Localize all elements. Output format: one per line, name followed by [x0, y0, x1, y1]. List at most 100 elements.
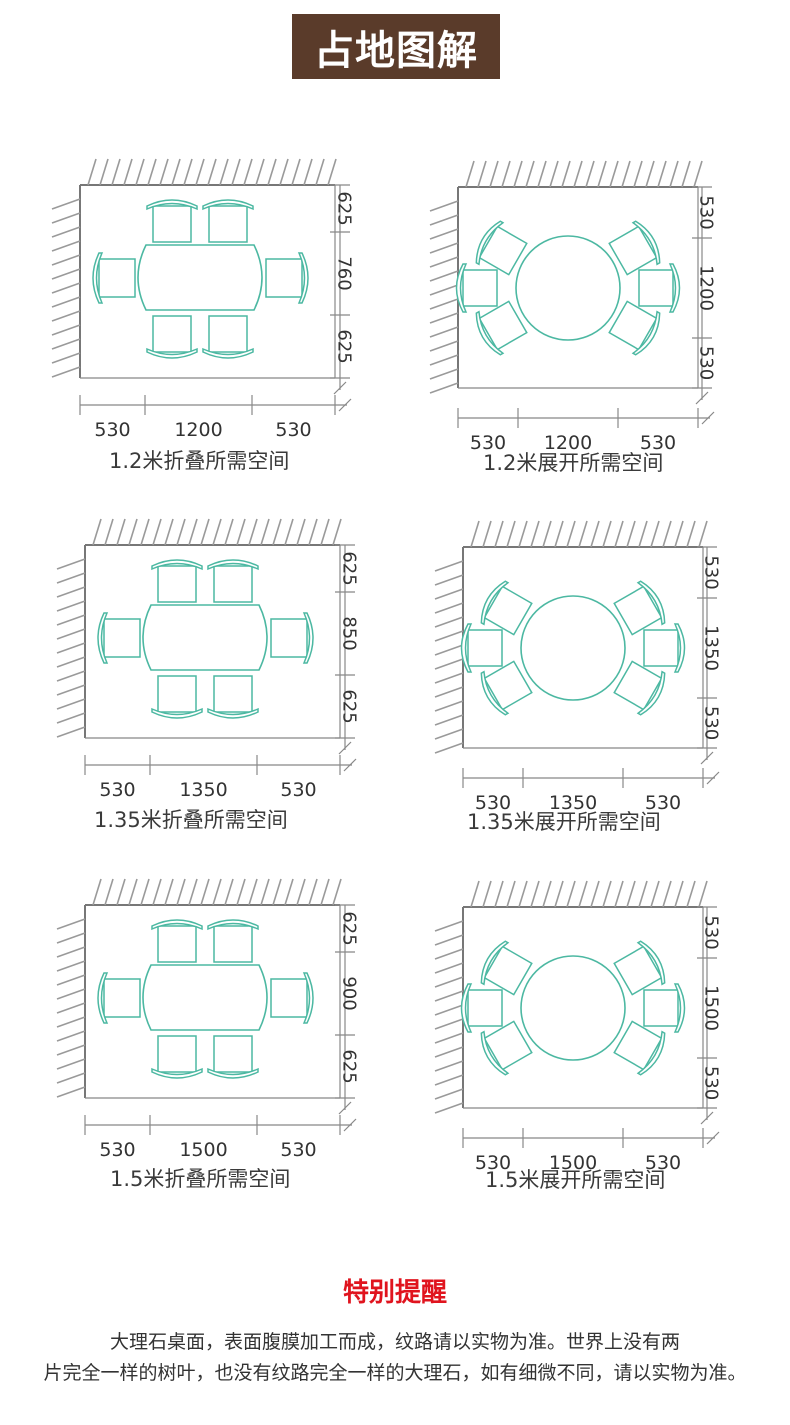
chair-seat: [208, 315, 248, 353]
chair: [270, 612, 314, 664]
wall-hatch-mark: [56, 614, 86, 626]
wall-hatch-mark: [267, 158, 277, 186]
chair-seat: [613, 660, 663, 711]
reminder-text-line-1: 大理石桌面，表面腹膜加工而成，纹路请以实物为准。世界上没有两: [109, 1331, 680, 1353]
wall-hatch-mark: [434, 686, 464, 698]
wall-hatch-mark: [219, 158, 229, 186]
chair: [460, 623, 503, 673]
panel-caption-1-5m-folding: 1.5米折叠所需空间: [110, 1167, 291, 1191]
chair-seat: [157, 565, 197, 603]
wall-hatch-mark: [482, 520, 492, 548]
wall-hatch-mark: [200, 878, 210, 906]
wall-hatch-mark: [272, 878, 282, 906]
chair-back: [207, 1067, 259, 1079]
chair-back: [146, 347, 198, 359]
wall-hatch-mark: [429, 368, 459, 380]
wall-hatch-mark: [260, 878, 270, 906]
wall-hatch-mark: [429, 382, 459, 394]
dimension-slash: [695, 391, 709, 405]
wall-hatch-mark: [56, 974, 86, 986]
chair-seat: [103, 618, 141, 658]
wall-hatch-mark: [51, 282, 81, 294]
side-dimension-label: 850: [339, 616, 360, 650]
wall-hatch-mark: [87, 158, 97, 186]
chair: [151, 559, 203, 603]
chair: [270, 972, 314, 1024]
wall-hatch-mark: [470, 520, 480, 548]
wall-hatch-mark: [429, 284, 459, 296]
wall-hatch-mark: [506, 880, 516, 908]
wall-hatch-mark: [429, 340, 459, 352]
wall-hatch-mark: [279, 158, 289, 186]
chair: [151, 675, 203, 719]
dimension-slash: [701, 411, 715, 425]
wall-hatch-mark: [56, 572, 86, 584]
chair-seat: [478, 225, 528, 276]
wall-hatch-mark: [638, 520, 648, 548]
wall-hatch-mark: [530, 520, 540, 548]
chair: [207, 1035, 259, 1079]
wall-hatch-mark: [152, 518, 162, 546]
chair: [480, 660, 533, 716]
chair: [202, 199, 254, 243]
chair: [480, 580, 533, 636]
bottom-dimension-label: 530: [470, 432, 506, 454]
chair-back: [151, 707, 203, 719]
chair-seat: [152, 315, 192, 353]
chair: [265, 252, 309, 304]
bottom-dimension-label: 530: [99, 779, 135, 801]
chair-back: [151, 559, 203, 571]
side-dimension-label: 760: [334, 256, 355, 290]
chair-back: [151, 1067, 203, 1079]
wall-hatch-mark: [434, 976, 464, 988]
wall-hatch-mark: [56, 1002, 86, 1014]
wall-hatch-mark: [104, 518, 114, 546]
side-dimension-line: [692, 186, 712, 405]
wall-hatch-mark: [303, 158, 313, 186]
wall-hatch-mark: [315, 158, 325, 186]
wall-hatch-mark: [693, 160, 703, 188]
side-dimension-line: [697, 546, 717, 765]
side-dimension-label: 530: [696, 195, 717, 229]
wall-hatch-mark: [669, 160, 679, 188]
chair-seat: [613, 1020, 663, 1071]
chair-back: [97, 612, 109, 664]
wall-hatch-mark: [56, 1016, 86, 1028]
dimension-slash: [706, 771, 720, 785]
chair-seat: [613, 945, 663, 996]
chair-back: [92, 252, 104, 304]
bottom-dimension-label: 530: [280, 779, 316, 801]
wall-hatch-mark: [176, 878, 186, 906]
wall-hatch-mark: [152, 878, 162, 906]
side-dimension-label: 625: [339, 911, 360, 945]
bottom-dimension-label: 530: [475, 792, 511, 814]
wall-hatch-mark: [434, 574, 464, 586]
wall-hatching: [51, 158, 337, 378]
wall-hatch-mark: [56, 932, 86, 944]
chair-seat: [213, 925, 253, 963]
wall-hatch-mark: [284, 518, 294, 546]
chair-seat: [213, 1035, 253, 1073]
chair-back: [302, 612, 314, 664]
wall-hatch-mark: [56, 1086, 86, 1098]
wall-hatch-mark: [104, 878, 114, 906]
wall-hatch-mark: [320, 518, 330, 546]
wall-hatch-mark: [434, 714, 464, 726]
wall-hatch-mark: [243, 158, 253, 186]
chair: [92, 252, 136, 304]
wall-hatch-mark: [477, 160, 487, 188]
chair: [97, 972, 141, 1024]
wall-hatch-mark: [542, 520, 552, 548]
chair: [608, 220, 661, 276]
wall-hatch-mark: [434, 1088, 464, 1100]
wall-hatch-mark: [56, 960, 86, 972]
wall-hatch-mark: [56, 988, 86, 1000]
wall-hatch-mark: [116, 878, 126, 906]
chair-seat: [638, 269, 674, 307]
dimension-slash: [343, 758, 357, 772]
wall-hatch-mark: [429, 256, 459, 268]
wall-hatch-mark: [51, 296, 81, 308]
wall-hatch-mark: [212, 878, 222, 906]
wall-hatching: [56, 518, 342, 738]
